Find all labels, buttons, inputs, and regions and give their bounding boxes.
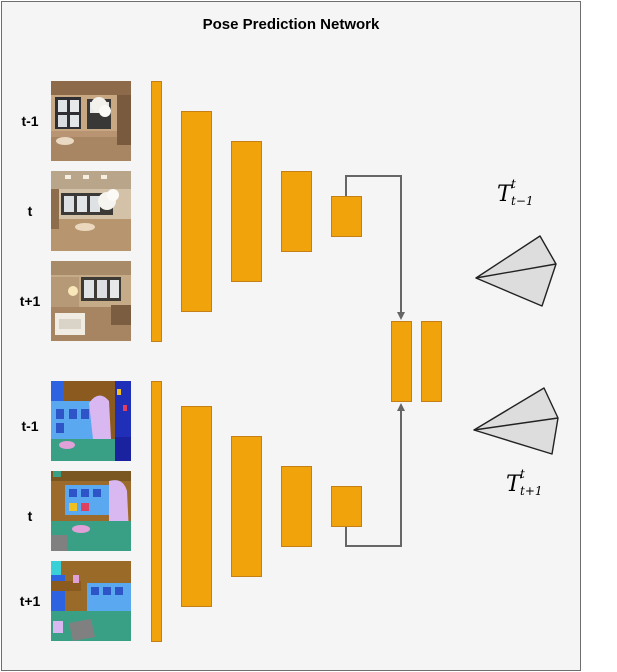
- top-encoder-layer-1: [181, 111, 212, 312]
- top-to-fusion-arrow: [345, 175, 405, 320]
- rgb-frame-image-next: [51, 261, 131, 341]
- pose-next-symbol: T: [506, 472, 521, 497]
- pose-prev-subscript: t−1: [511, 194, 534, 208]
- seg-frame-label-current: t: [27, 508, 33, 524]
- bottom-encoder-layer-3: [281, 466, 312, 547]
- seg-frame-image-prev: [51, 381, 131, 461]
- camera-frustum-icon-prev: [475, 235, 557, 307]
- top-encoder-layer-4: [331, 196, 362, 237]
- pose-prev-symbol: T: [497, 182, 512, 207]
- top-input-layer: [151, 81, 162, 342]
- bottom-input-layer: [151, 381, 162, 642]
- bottom-encoder-layer-4: [331, 486, 362, 527]
- top-encoder-layer-3: [281, 171, 312, 252]
- pose-prev-superscript: t: [511, 177, 516, 191]
- camera-frustum-icon-next: [473, 387, 559, 455]
- diagram-title: Pose Prediction Network: [202, 16, 380, 33]
- bottom-encoder-layer-1: [181, 406, 212, 607]
- bottom-encoder-layer-2: [231, 436, 262, 577]
- seg-frame-image-next: [51, 561, 131, 641]
- pose-next-subscript: t+1: [520, 484, 543, 498]
- rgb-frame-image-prev: [51, 81, 131, 161]
- seg-frame-label-next: t+1: [19, 593, 41, 609]
- seg-frame-image-current: [51, 471, 131, 551]
- bottom-to-fusion-arrow: [345, 403, 405, 547]
- rgb-frame-label-current: t: [27, 203, 33, 219]
- rgb-frame-label-next: t+1: [19, 293, 41, 309]
- pose-next-superscript: t: [520, 467, 525, 481]
- pose-label-next: T t t+1: [506, 467, 543, 498]
- rgb-frame-image-current: [51, 171, 131, 251]
- top-encoder-layer-2: [231, 141, 262, 282]
- fusion-layer-1: [391, 321, 412, 402]
- fusion-layer-2: [421, 321, 442, 402]
- rgb-frame-label-prev: t-1: [21, 113, 39, 129]
- seg-frame-label-prev: t-1: [21, 418, 39, 434]
- pose-label-prev: T t t−1: [497, 177, 534, 208]
